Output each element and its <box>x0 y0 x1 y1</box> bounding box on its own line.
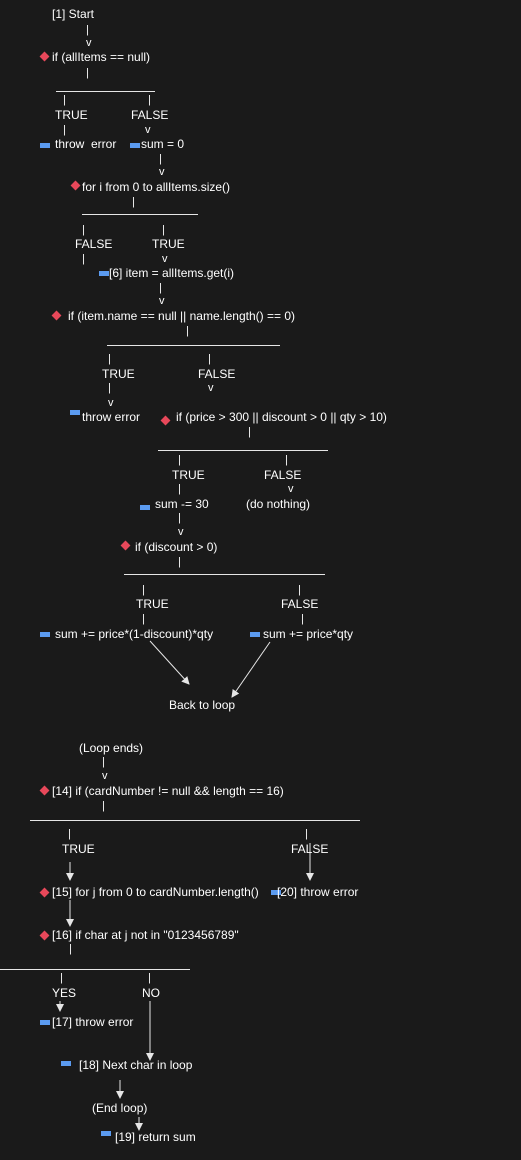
divider-2 <box>82 214 198 215</box>
throw-error-node: [17] throw error <box>52 1015 134 1029</box>
for-loop-card: [15] for j from 0 to cardNumber.length() <box>52 885 259 899</box>
divider-7 <box>0 969 190 970</box>
sum-minus-node: sum -= 30 <box>155 497 209 511</box>
sum-discount-node: sum += price*(1-discount)*qty <box>55 627 214 641</box>
process-rect-icon <box>271 890 281 895</box>
branch-true: TRUE <box>102 367 135 381</box>
loop-ends-node: (Loop ends) <box>79 741 144 755</box>
branch-true: TRUE <box>172 468 205 482</box>
arrow-to-back-loop-left <box>149 640 190 685</box>
sum-init-node: sum = 0 <box>141 137 185 151</box>
throw-error-node: throw error <box>55 137 117 151</box>
process-rect-icon <box>61 1061 71 1066</box>
divider-3 <box>107 345 280 346</box>
back-to-loop-node: Back to loop <box>169 698 236 712</box>
process-rect-icon <box>70 410 80 415</box>
arrow-to-back-loop-right <box>231 641 271 698</box>
divider-4 <box>158 450 328 451</box>
divider-6 <box>30 820 360 821</box>
decision-item-name: if (item.name == null || name.length() =… <box>68 309 296 323</box>
decision-price: if (price > 300 || discount > 0 || qty >… <box>176 410 387 424</box>
do-nothing-node: (do nothing) <box>246 497 311 511</box>
process-rect-icon <box>130 143 140 148</box>
decision-discount: if (discount > 0) <box>135 540 218 554</box>
branch-false: FALSE <box>131 108 169 122</box>
decision-char-digit: [16] if char at j not in "0123456789" <box>52 928 239 942</box>
throw-error-node: [20] throw error <box>277 885 359 899</box>
start-node: [1] Start <box>52 7 95 21</box>
branch-false: FALSE <box>281 597 319 611</box>
process-rect-icon <box>99 271 109 276</box>
next-char-node: [18] Next char in loop <box>79 1058 193 1072</box>
process-rect-icon <box>250 632 260 637</box>
sum-plain-node: sum += price*qty <box>263 627 354 641</box>
branch-true: TRUE <box>55 108 88 122</box>
branch-true: TRUE <box>136 597 169 611</box>
process-rect-icon <box>140 505 150 510</box>
divider-1 <box>56 91 155 92</box>
branch-yes: YES <box>52 986 77 1000</box>
item-get-node: [6] item = allItems.get(i) <box>109 266 235 280</box>
branch-no: NO <box>142 986 160 1000</box>
divider-5 <box>124 574 325 575</box>
branch-false: FALSE <box>291 842 329 856</box>
for-loop-items: for i from 0 to allItems.size() <box>82 180 231 194</box>
branch-true: TRUE <box>152 237 185 251</box>
decision-card-number: [14] if (cardNumber != null && length ==… <box>52 784 284 798</box>
process-rect-icon <box>101 1131 111 1136</box>
branch-false: FALSE <box>75 237 113 251</box>
process-rect-icon <box>40 632 50 637</box>
decision-allitems-null: if (allItems == null) <box>52 50 151 64</box>
process-rect-icon <box>40 1020 50 1025</box>
branch-true: TRUE <box>62 842 95 856</box>
branch-false: FALSE <box>264 468 302 482</box>
process-rect-icon <box>40 143 50 148</box>
branch-false: FALSE <box>198 367 236 381</box>
end-loop-node: (End loop) <box>92 1101 148 1115</box>
throw-error-node: throw error <box>82 410 141 424</box>
return-sum-node: [19] return sum <box>115 1130 196 1144</box>
